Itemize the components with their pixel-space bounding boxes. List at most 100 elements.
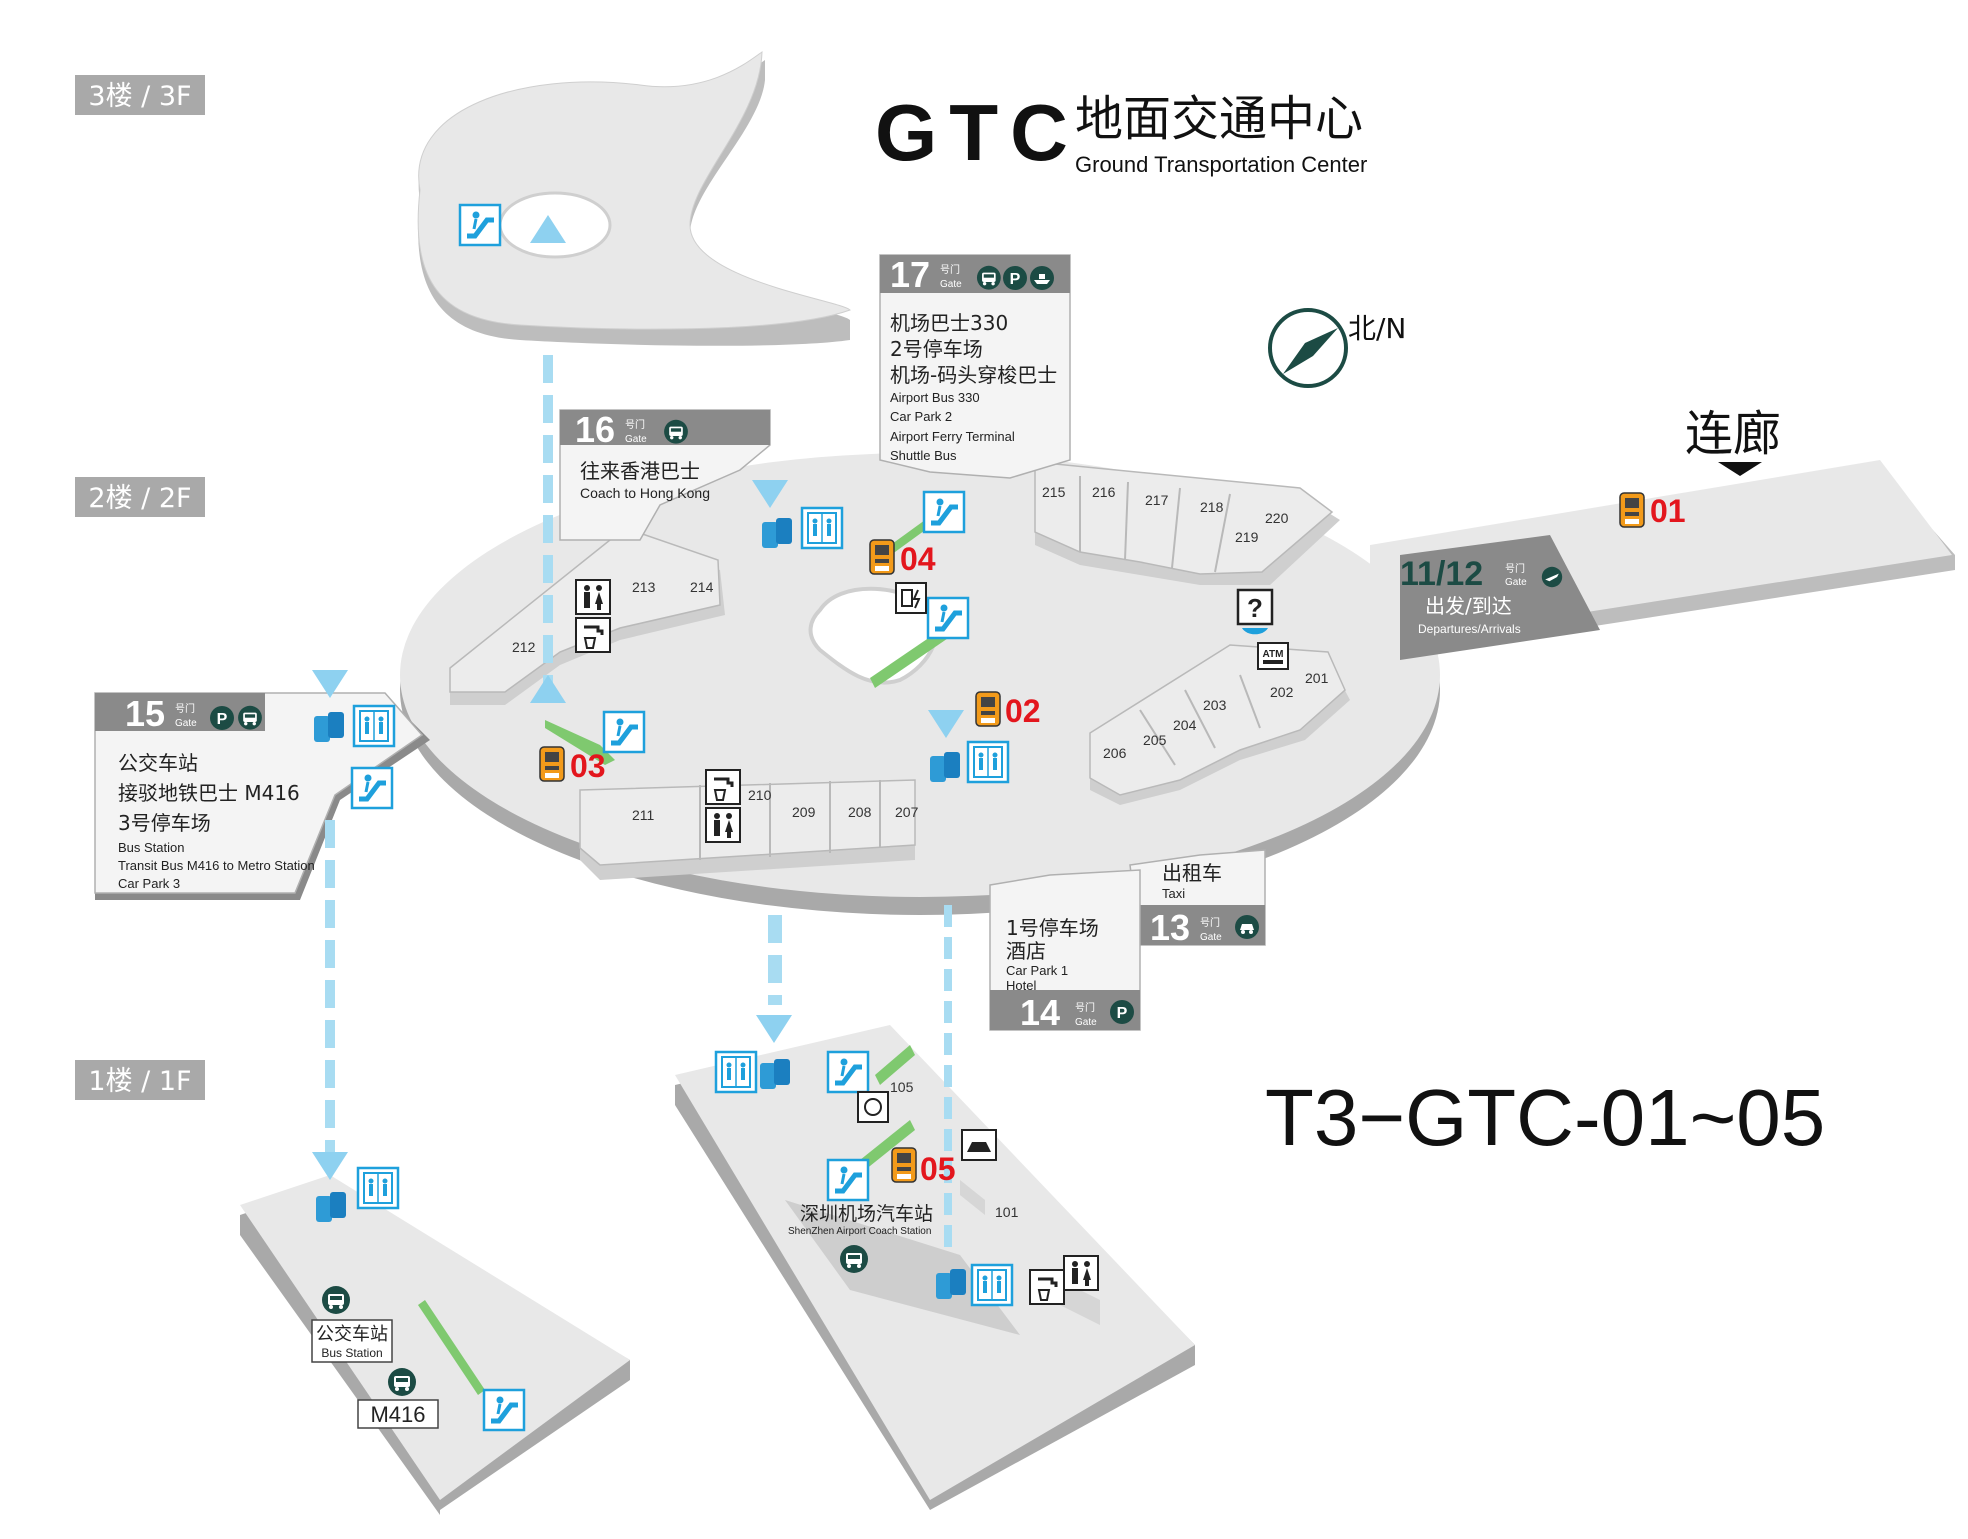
svg-text:M416: M416: [370, 1402, 425, 1427]
elevator-icon: [352, 704, 396, 748]
svg-text:Airport Bus 330: Airport Bus 330: [890, 390, 980, 405]
room-numbers: 215 216 217 218 219 220 213 214 212 211 …: [512, 484, 1329, 1220]
bus-icon: [238, 705, 262, 730]
elevator-icon: [714, 1050, 758, 1094]
bus-icon: [664, 419, 688, 444]
svg-text:1楼 / 1F: 1楼 / 1F: [88, 1066, 191, 1097]
plane-icon: [1541, 566, 1563, 588]
svg-text:ShenZhen Airport Coach Station: ShenZhen Airport Coach Station: [788, 1226, 931, 1237]
charging-icon: [895, 582, 927, 614]
down-arrow-1f-right: [756, 1015, 792, 1043]
svg-text:Gate: Gate: [625, 434, 647, 445]
escalator-icon: [928, 598, 968, 638]
escalator-icon: [828, 1160, 868, 1200]
svg-text:号门: 号门: [625, 418, 645, 431]
ticket-machine-icon: [975, 691, 1001, 727]
room-207: 207: [895, 804, 919, 820]
title-zh: 地面交通中心: [1075, 91, 1363, 147]
gate-13: 出租车 Taxi 13 号门 Gate: [1150, 861, 1259, 948]
svg-text:2楼 / 2F: 2楼 / 2F: [88, 483, 191, 514]
room-214: 214: [690, 579, 714, 595]
water-icon: [574, 616, 612, 654]
svg-text:往来香港巴士: 往来香港巴士: [580, 459, 700, 483]
compass: [1268, 308, 1348, 388]
svg-text:Bus Station: Bus Station: [118, 840, 185, 855]
escalator-icon: [828, 1052, 868, 1092]
ticket-machine-icon: [1619, 492, 1645, 528]
money-exchange-icon: [857, 1091, 889, 1123]
escalator-icon: [352, 768, 392, 808]
escalator-icon: [484, 1390, 524, 1430]
atm-icon: ATM: [1257, 642, 1289, 670]
svg-text:酒店: 酒店: [1006, 939, 1046, 963]
elevator-icon: [356, 1166, 400, 1210]
luggage-icon: [930, 752, 960, 782]
room-213: 213: [632, 579, 656, 595]
m416-label: M416: [357, 1399, 439, 1429]
map-code: T3−GTC-01~05: [1265, 1073, 1825, 1162]
ferry-icon: [1030, 266, 1054, 290]
ticket-machine-icon: [539, 746, 565, 782]
restroom-icon: [705, 807, 741, 843]
svg-text:Car Park 1: Car Park 1: [1006, 963, 1068, 978]
svg-text:16: 16: [575, 409, 615, 450]
gate-17-panel: [879, 254, 1071, 479]
ticket-machine-icon: [891, 1147, 917, 1183]
svg-text:Transit Bus M416 to Metro Sta: Transit Bus M416 to Metro Station: [118, 858, 315, 873]
svg-text:Car Park 2: Car Park 2: [890, 409, 952, 424]
svg-text:Gate: Gate: [175, 718, 197, 729]
svg-text:14: 14: [1020, 992, 1060, 1033]
room-216: 216: [1092, 484, 1116, 500]
floor-label-3f: 3楼 / 3F: [75, 75, 205, 115]
coach-station-label: 深圳机场汽车站 ShenZhen Airport Coach Station: [788, 1203, 933, 1237]
svg-text:公交车站: 公交车站: [118, 751, 198, 775]
svg-text:号门: 号门: [175, 702, 195, 715]
svg-text:?: ?: [1247, 593, 1263, 623]
elevator-icon: [970, 1263, 1014, 1307]
title-en: Ground Transportation Center: [1075, 152, 1367, 177]
restroom-icon: [1063, 1255, 1099, 1291]
luggage-icon: [762, 518, 792, 548]
ticket-machine-04-label: 04: [900, 541, 936, 577]
svg-text:Hotel: Hotel: [1006, 978, 1036, 993]
svg-text:号门: 号门: [940, 263, 960, 276]
svg-text:1号停车场: 1号停车场: [1006, 916, 1099, 940]
escalator-icon: [924, 492, 964, 532]
svg-text:号门: 号门: [1075, 1001, 1095, 1014]
floor-1f-left: [240, 1175, 630, 1515]
svg-text:ATM: ATM: [1263, 649, 1284, 660]
corridor-label: 连廊: [1685, 406, 1781, 462]
svg-text:3号停车场: 3号停车场: [118, 811, 211, 835]
elevator-icon: [966, 740, 1010, 784]
room-220: 220: [1265, 510, 1289, 526]
bus-station-label: 公交车站 Bus Station: [311, 1319, 393, 1363]
car-rental-icon: [961, 1129, 997, 1161]
water-icon: [704, 768, 742, 806]
room-211: 211: [632, 807, 655, 823]
luggage-icon: [316, 1192, 346, 1222]
room-203: 203: [1203, 697, 1227, 713]
room-212: 212: [512, 639, 536, 655]
svg-text:3楼 / 3F: 3楼 / 3F: [88, 81, 191, 112]
restroom-icon: [575, 579, 611, 615]
gate-1112-panel: [1400, 535, 1600, 660]
gate-11-12: 11/12 号门 Gate 出发/到达 Departures/Arrivals: [1400, 555, 1563, 636]
gate-16: 16 号门 Gate 往来香港巴士 Coach to Hong Kong: [575, 409, 710, 501]
svg-text:号门: 号门: [1200, 916, 1220, 929]
svg-text:Departures/Arrivals: Departures/Arrivals: [1418, 622, 1521, 636]
floor-2f: [400, 453, 1440, 915]
floor-1f-right: [675, 1025, 1195, 1510]
down-arrow-1f-left: [312, 1152, 348, 1180]
bus-icon: [388, 1368, 416, 1396]
room-218: 218: [1200, 499, 1224, 515]
compass-label: 北/N: [1348, 312, 1406, 345]
elevator-icon: [800, 506, 844, 550]
room-215: 215: [1042, 484, 1066, 500]
svg-text:Gate: Gate: [1200, 932, 1222, 943]
gate-16-panel: [559, 409, 771, 541]
water-icon: [1028, 1268, 1066, 1306]
room-217: 217: [1145, 492, 1169, 508]
floor-label-2f: 2楼 / 2F: [75, 477, 205, 517]
svg-text:Gate: Gate: [1505, 577, 1527, 588]
ticket-machine-02-label: 02: [1005, 693, 1041, 729]
